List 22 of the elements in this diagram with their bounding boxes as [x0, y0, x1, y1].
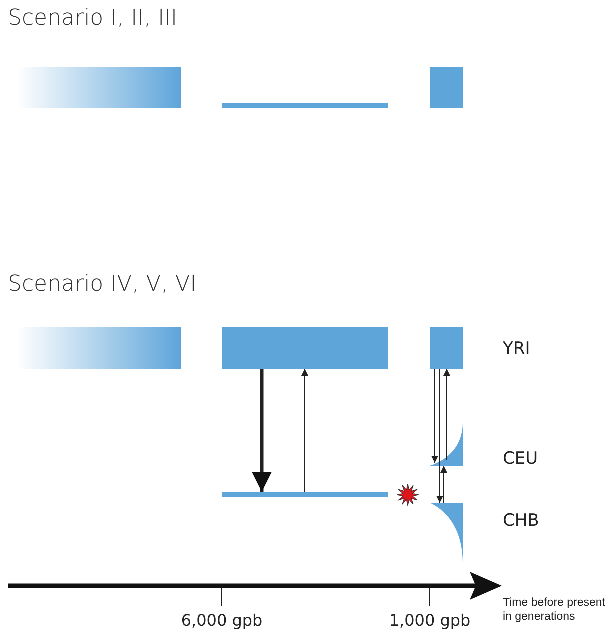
ancestral-population-bar: [18, 327, 181, 369]
population-label: CEU: [503, 449, 538, 469]
tick-label: 1,000 gpb: [389, 611, 471, 630]
expanding-population-shape: [430, 423, 463, 466]
scenario-heading: Scenario IV, V, VI: [8, 272, 197, 297]
population-bar: [222, 327, 388, 369]
migration-arrow: [444, 368, 450, 460]
migration-arrow: [252, 369, 272, 492]
axis-title: Time before present in generations: [503, 596, 606, 625]
population-label: CHB: [503, 511, 540, 531]
scenario-heading: Scenario I, II, III: [8, 6, 178, 31]
population-bar: [222, 492, 388, 497]
migration-arrow: [302, 368, 308, 492]
population-label: YRI: [503, 339, 530, 359]
population-bar: [222, 103, 388, 108]
migration-arrow: [436, 368, 444, 504]
ancestral-population-bar: [18, 67, 181, 108]
tick-label: 6,000 gpb: [181, 611, 263, 630]
population-bar: [430, 67, 463, 108]
population-bar: [430, 327, 463, 369]
migration-arrow: [440, 466, 448, 504]
migration-arrow: [432, 368, 438, 464]
